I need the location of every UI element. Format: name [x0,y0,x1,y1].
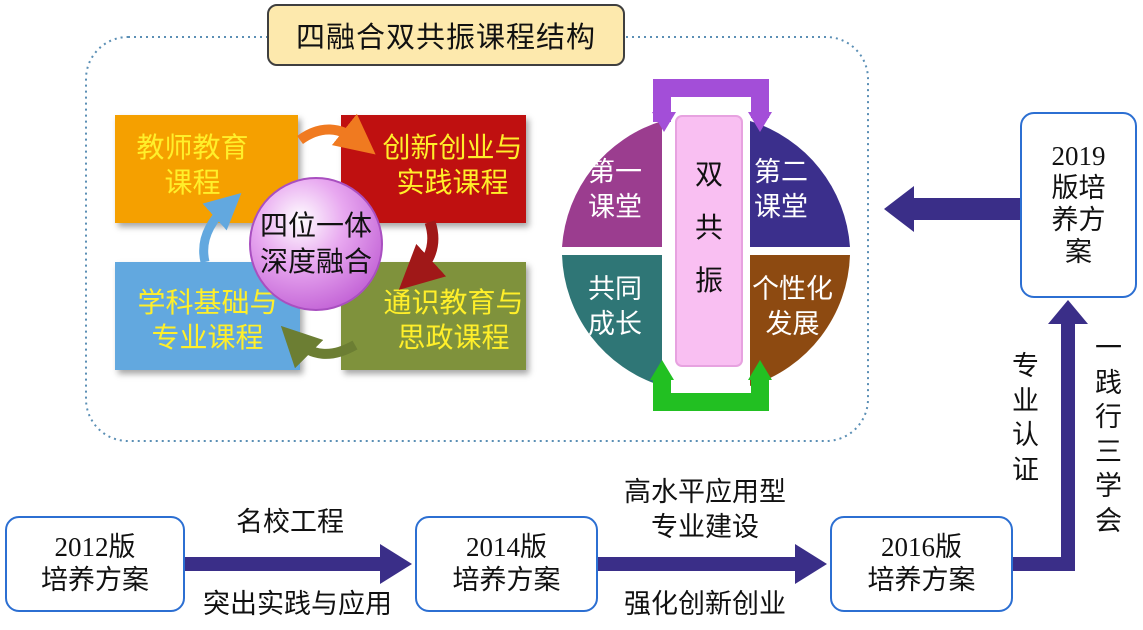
version-2014-year: 2014版 [466,532,547,563]
cert-char-1: 专 [1012,351,1039,382]
version-2019-line4: 案 [1065,236,1092,267]
label-personal-development-line2: 发展 [765,309,820,341]
cycle-arrow-bottom [280,325,358,369]
version-2012-label: 培养方案 [41,565,149,595]
quadrant-general-line2: 思政课程 [397,321,510,354]
resonance-char-3: 振 [694,264,723,298]
center-label: 四位一体 深度融合 [246,174,386,314]
resonance-char-1: 双 [694,158,723,191]
three-char-5: 学 [1095,471,1122,503]
label-personal-development-line1: 个性化 [752,274,833,305]
version-2019-line2: 版培 [1051,173,1106,204]
cert-char-4: 证 [1012,454,1039,486]
label-second-class-line2: 课堂 [754,192,808,224]
version-2014: 2014版 培养方案 [415,516,598,612]
version-2012-year: 2012版 [54,532,136,563]
label-second-class-line1: 第二 [754,157,808,188]
green-loop-arrow [653,375,769,411]
label-first-class-line2: 课堂 [588,192,642,224]
caption-applied-major-line2: 专业建设 [651,511,759,543]
diagram-title: 四融合双共振课程结构 [267,4,625,66]
caption-three-learning: 一 践 行 三 学 会 [1095,332,1122,539]
quadrant-teacher-education-line1: 教师教育 [136,131,249,164]
sector-co-growth [562,255,662,386]
version-2012: 2012版 培养方案 [5,516,185,612]
caption-professional-certification: 专 业 认 证 [1012,350,1039,488]
sector-personal [750,255,850,386]
quadrant-innovation-line1: 创新创业与 [382,131,523,164]
label-co-growth: 共同 成长 [588,272,642,342]
quadrant-innovation: 创新创业与 实践课程 [341,115,526,223]
resonance-char-2: 共 [694,211,723,245]
center-label-line2: 深度融合 [259,245,372,278]
center-label-line1: 四位一体 [259,208,372,242]
sector-first-class [562,121,662,247]
label-co-growth-line1: 共同 [588,274,642,305]
quadrant-subject: 学科基础与 专业课程 [115,262,300,370]
label-first-class: 第一 课堂 [588,155,642,225]
three-char-4: 三 [1095,436,1122,468]
version-2019: 2019 版培 养方 案 [1020,112,1137,298]
purple-loop-arrow [653,79,769,122]
three-char-6: 会 [1095,505,1122,537]
three-char-1: 一 [1095,333,1122,364]
sector-second-class [750,121,850,247]
caption-applied-major: 高水平应用型 专业建设 [600,476,810,545]
label-first-class-line1: 第一 [588,157,642,188]
label-co-growth-line2: 成长 [588,309,642,341]
cert-char-3: 认 [1012,420,1039,452]
quadrant-general-line1: 通识教育与 [383,286,524,319]
version-2016-year: 2016版 [881,532,962,563]
version-2016-label: 培养方案 [867,565,976,595]
cycle-arrow-left [199,192,242,264]
version-2019-line3: 养方 [1051,205,1106,235]
label-second-class: 第二 课堂 [754,155,808,225]
caption-applied-major-line1: 高水平应用型 [624,477,786,508]
quadrant-innovation-line2: 实践课程 [396,166,509,199]
caption-practice-application: 突出实践与应用 [203,589,392,620]
three-char-3: 行 [1095,402,1122,434]
quadrant-teacher-education: 教师教育 课程 [115,115,298,223]
resonance-bar [675,115,743,367]
label-personal-development: 个性化 发展 [752,272,833,342]
three-char-2: 践 [1095,367,1122,399]
version-2016: 2016版 培养方案 [830,516,1013,612]
caption-famous-school: 名校工程 [236,507,344,538]
caption-innovation: 强化创新创业 [624,589,786,620]
quadrant-subject-line2: 专业课程 [151,321,264,354]
quadrant-subject-line1: 学科基础与 [137,286,278,319]
version-2019-line1: 2019 [1051,141,1106,172]
version-2014-label: 培养方案 [452,565,561,595]
center-circle-graphic [249,177,383,311]
cycle-arrow-right [398,220,447,290]
resonance-bar-label: 双 共 振 [676,148,742,308]
cert-char-2: 业 [1012,385,1039,417]
cycle-arrow-top [297,113,376,155]
